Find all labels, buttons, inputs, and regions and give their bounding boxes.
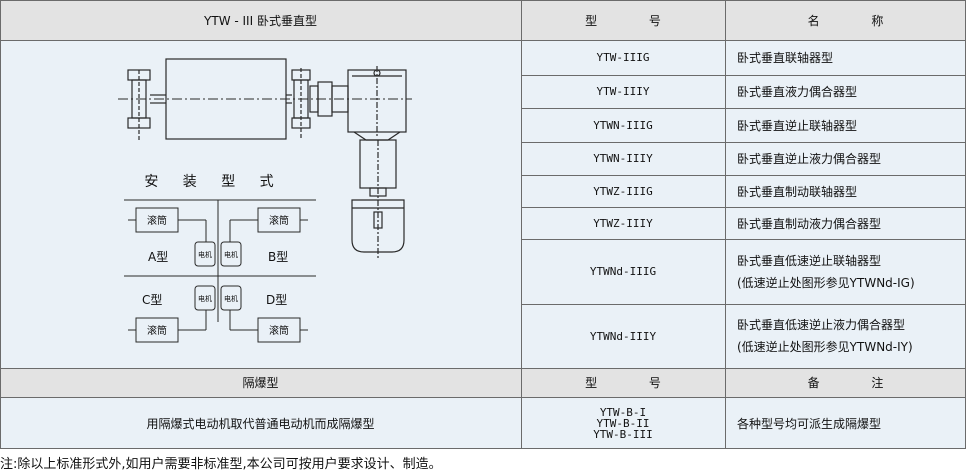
drum-label: 滚筒 — [269, 214, 289, 227]
header-model: 型 号 — [521, 0, 725, 40]
explosion-header-model: 型 号 — [521, 368, 725, 397]
motor-label: 电机 — [224, 294, 238, 303]
explosion-description: 用隔爆式电动机取代普通电动机而成隔爆型 — [0, 397, 521, 449]
name-cell: 卧式垂直逆止联轴器型 — [725, 108, 966, 142]
type-d-label: D型 — [266, 293, 287, 307]
motor-label: 电机 — [198, 250, 212, 259]
install-title: 安 装 型 式 — [144, 174, 283, 190]
motor-label: 电机 — [224, 250, 238, 259]
name-cell: 卧式垂直低速逆止液力偶合器型 (低速逆止处图形参见YTWNd-IY) — [725, 304, 966, 368]
header-title: YTW - III 卧式垂直型 — [0, 0, 521, 40]
drum-shape — [165, 58, 287, 140]
model-cell: YTW-IIIG — [521, 40, 725, 75]
header-model-text: 型 号 — [585, 13, 685, 28]
explosion-model: YTW-B-III — [593, 427, 653, 441]
model-cell: YTWZ-IIIY — [521, 207, 725, 239]
install-types — [124, 199, 316, 343]
model-cell: YTWN-IIIG — [521, 108, 725, 142]
name-subtext: (低速逆止处图形参见YTWNd-IY) — [737, 340, 913, 354]
drum-label: 滚筒 — [147, 214, 167, 227]
drum-label: 滚筒 — [147, 324, 167, 337]
model-cell: YTWZ-IIIG — [521, 175, 725, 207]
model-cell: YTW-IIIY — [521, 75, 725, 108]
explosion-header-title: 隔爆型 — [0, 368, 521, 397]
explosion-note: 各种型号均可派生成隔爆型 — [725, 397, 966, 449]
model-cell: YTWNd-IIIY — [521, 304, 725, 368]
explosion-models: YTW-B-I YTW-B-II YTW-B-III — [521, 397, 725, 449]
explosion-header-note: 备 注 — [725, 368, 966, 397]
drive-diagram: 安 装 型 式 — [118, 58, 412, 343]
name-subtext: (低速逆止处图形参见YTWNd-IG) — [737, 275, 915, 290]
footnote: 注:除以上标准形式外,如用户需要非标准型,本公司可按用户要求设计、制造。 — [0, 457, 442, 472]
explosion-header-model-text: 型 号 — [585, 376, 685, 390]
name-cell: 卧式垂直制动液力偶合器型 — [725, 207, 966, 239]
name-cell: 卧式垂直制动联轴器型 — [725, 175, 966, 207]
type-c-label: C型 — [142, 293, 162, 307]
motor-label: 电机 — [198, 294, 212, 303]
name-text: 卧式垂直低速逆止液力偶合器型 — [737, 318, 906, 332]
model-cell: YTWN-IIIY — [521, 142, 725, 175]
header-name-text: 名 称 — [807, 13, 908, 28]
type-a-label: A型 — [148, 250, 168, 264]
name-cell: 卧式垂直液力偶合器型 — [725, 75, 966, 108]
drum-label: 滚筒 — [269, 324, 289, 337]
explosion-header-note-text: 备 注 — [807, 376, 908, 390]
drive-assembly — [118, 58, 412, 260]
motor-shape — [351, 199, 405, 253]
name-cell: 卧式垂直联轴器型 — [725, 40, 966, 75]
name-cell: 卧式垂直逆止液力偶合器型 — [725, 142, 966, 175]
explosion-model: YTW-B-II — [596, 416, 650, 430]
table-gridlines — [0, 0, 966, 449]
model-cell: YTWNd-IIIG — [521, 239, 725, 304]
explosion-model: YTW-B-I — [599, 405, 647, 419]
diagram-cell — [0, 40, 521, 368]
name-text: 卧式垂直低速逆止联轴器型 — [737, 253, 882, 268]
name-cell: 卧式垂直低速逆止联轴器型 (低速逆止处图形参见YTWNd-IG) — [725, 239, 966, 304]
header-name: 名 称 — [725, 0, 966, 40]
type-b-label: B型 — [268, 250, 288, 264]
spec-table: YTW - III 卧式垂直型 型 号 名 称 YTW-IIIG 卧式垂直联轴器… — [0, 0, 966, 449]
